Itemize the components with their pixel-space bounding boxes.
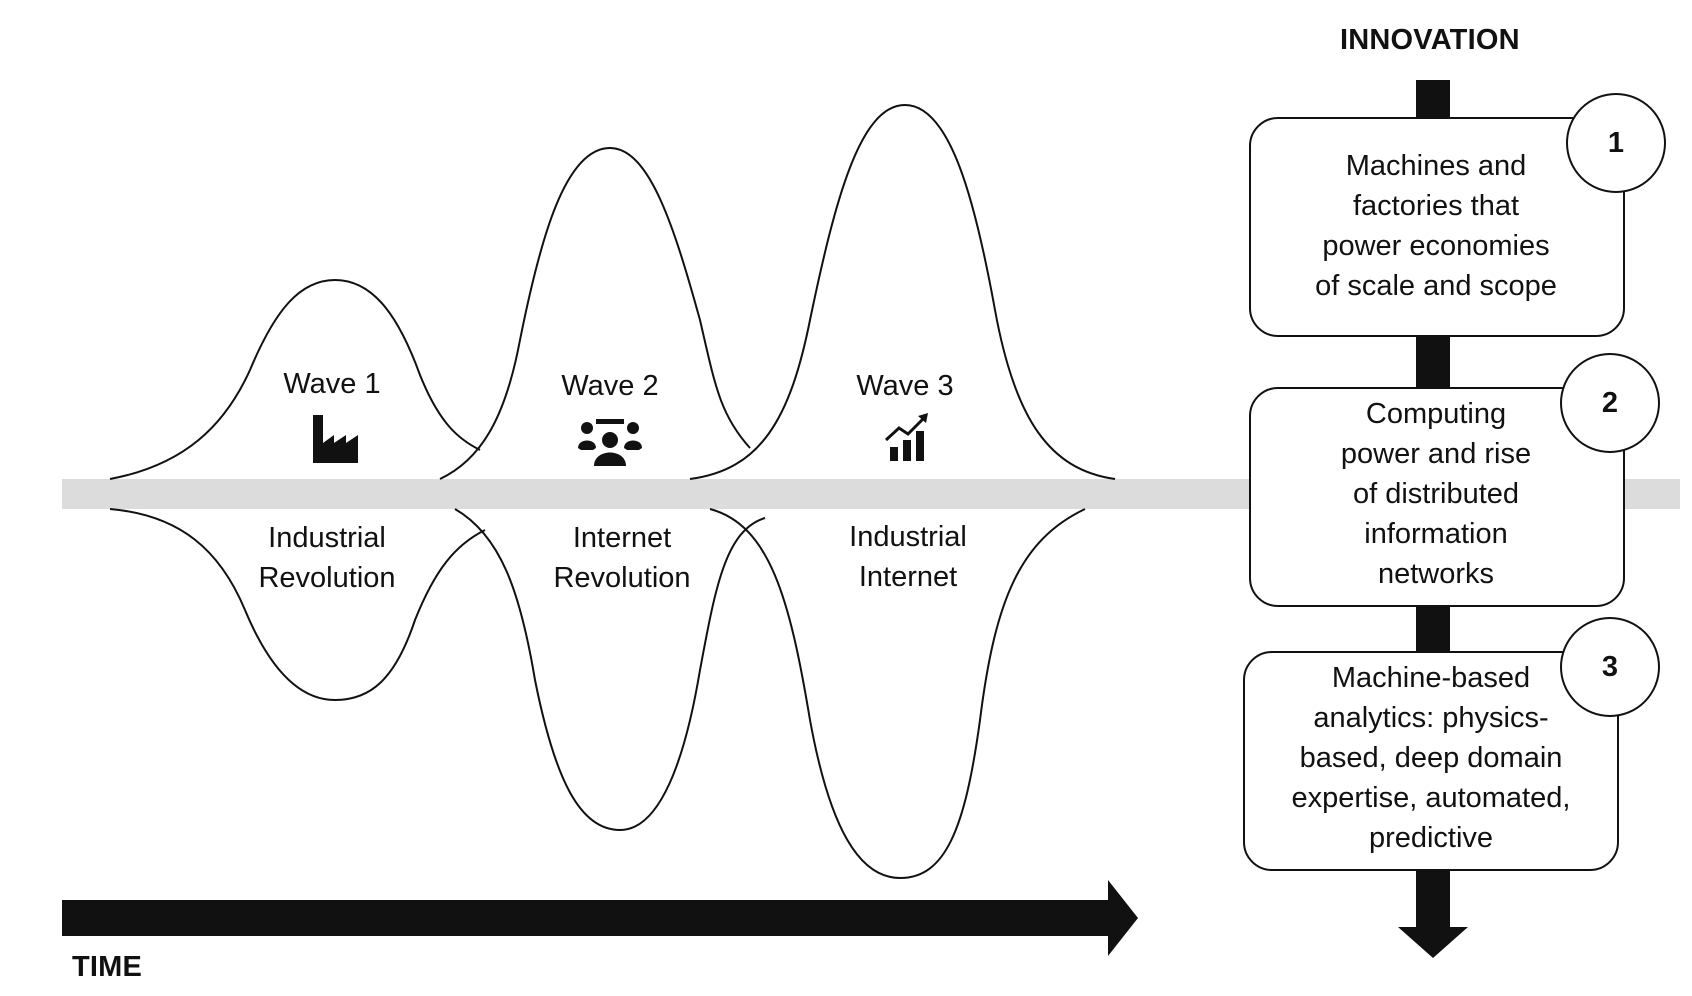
step-2-line-3: of distributed: [1352, 478, 1520, 510]
step-3-line-2: analytics: physics-: [1313, 702, 1549, 734]
step-number-2: 2: [1601, 387, 1619, 419]
wave-3-era-line-2: Internet: [858, 561, 958, 593]
step-box-1: [1249, 117, 1625, 337]
wave-3-era-label: Industrial Internet: [798, 517, 1018, 597]
step-3-line-3: based, deep domain: [1299, 742, 1563, 774]
wave-3-lower-curve: [709, 508, 1086, 880]
wave-1-era-label: Industrial Revolution: [217, 518, 437, 598]
step-1-line-3: power economies: [1322, 230, 1550, 262]
step-2-text: Computing power and rise of distributed …: [1266, 394, 1606, 594]
step-2-line-2: power and rise: [1340, 438, 1532, 470]
time-arrow: [62, 880, 1138, 956]
wave-2-era-line-2: Revolution: [553, 562, 691, 594]
innovation-arrow-head: [1398, 927, 1468, 958]
step-3-line-5: predictive: [1368, 822, 1494, 854]
wave-2-era-line-1: Internet: [572, 522, 672, 554]
wave-3-title: Wave 3: [856, 370, 954, 402]
step-box-2: [1249, 387, 1625, 607]
wave-2-lower-curve: [454, 508, 766, 832]
wave-2-title: Wave 2: [561, 370, 659, 402]
step-box-3: [1243, 651, 1619, 871]
innovation-axis-label: INNOVATION: [1340, 24, 1520, 56]
step-circle-1: [1566, 93, 1666, 193]
step-number-3: 3: [1601, 651, 1619, 683]
step-3-line-4: expertise, automated,: [1291, 782, 1571, 814]
wave-1-era-line-1: Industrial: [268, 522, 386, 554]
time-axis-label: TIME: [72, 951, 143, 983]
step-2-line-5: networks: [1377, 558, 1495, 590]
wave-1-upper-curve: [109, 278, 481, 480]
factory-icon: [313, 415, 358, 463]
people-network-icon: [578, 419, 642, 466]
wave-1-era-line-2: Revolution: [258, 562, 396, 594]
step-circle-3: [1560, 617, 1660, 717]
step-1-line-1: Machines and: [1345, 150, 1527, 182]
step-1-line-4: of scale and scope: [1315, 270, 1557, 302]
step-2-line-1: Computing: [1365, 398, 1507, 430]
growth-chart-icon: [884, 413, 928, 461]
step-3-line-1: Machine-based: [1331, 662, 1531, 694]
wave-1-title: Wave 1: [283, 368, 381, 400]
step-circle-2: [1560, 353, 1660, 453]
wave-3-upper-curve: [689, 103, 1116, 480]
step-number-1: 1: [1607, 127, 1625, 159]
wave-1-lower-curve: [109, 508, 486, 702]
wave-2-era-label: Internet Revolution: [512, 518, 732, 598]
step-3-text: Machine-based analytics: physics- based,…: [1256, 658, 1606, 858]
wave-3-era-line-1: Industrial: [849, 521, 967, 553]
step-2-line-4: information: [1364, 518, 1508, 550]
step-1-line-2: factories that: [1352, 190, 1520, 222]
wave-2-upper-curve: [439, 146, 751, 480]
step-1-text: Machines and factories that power econom…: [1266, 146, 1606, 306]
